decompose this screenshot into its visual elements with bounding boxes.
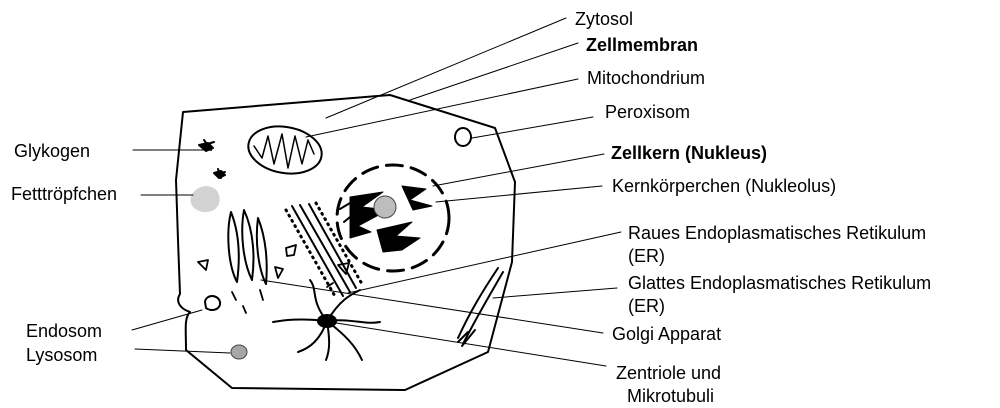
fat-droplet	[190, 186, 219, 212]
endosome	[205, 296, 220, 310]
label-zytosol: Zytosol	[575, 8, 633, 30]
label-zentriole-line1: Zentriole und	[616, 362, 721, 384]
nucleolus	[374, 196, 396, 218]
label-glattes-er-line1: Glattes Endoplasmatisches Retikulum	[628, 272, 931, 294]
label-lysosom: Lysosom	[26, 344, 97, 366]
label-fetttroepfchen: Fetttröpfchen	[11, 183, 117, 205]
label-mitochondrium: Mitochondrium	[587, 67, 705, 89]
nucleus	[337, 165, 449, 271]
label-glattes-er-line2: (ER)	[628, 295, 665, 317]
label-zellkern: Zellkern (Nukleus)	[611, 142, 767, 164]
label-endosom: Endosom	[26, 320, 102, 342]
cell-membrane	[176, 95, 515, 390]
peroxisome	[455, 128, 471, 146]
label-kernkoerperchen: Kernkörperchen (Nukleolus)	[612, 175, 836, 197]
label-zellmembran: Zellmembran	[586, 34, 698, 56]
golgi-apparatus	[228, 210, 266, 284]
label-glykogen: Glykogen	[14, 140, 90, 162]
smooth-er	[458, 268, 503, 346]
glycogen-granules	[199, 140, 225, 178]
lysosome	[231, 345, 247, 359]
label-zentriole-line2: Mikrotubuli	[627, 385, 714, 407]
centrioles	[273, 280, 380, 360]
label-raues-er-line1: Raues Endoplasmatisches Retikulum	[628, 222, 926, 244]
label-golgi: Golgi Apparat	[612, 323, 721, 345]
label-peroxisom: Peroxisom	[605, 101, 690, 123]
mitochondrion	[245, 121, 326, 179]
label-raues-er-line2: (ER)	[628, 245, 665, 267]
